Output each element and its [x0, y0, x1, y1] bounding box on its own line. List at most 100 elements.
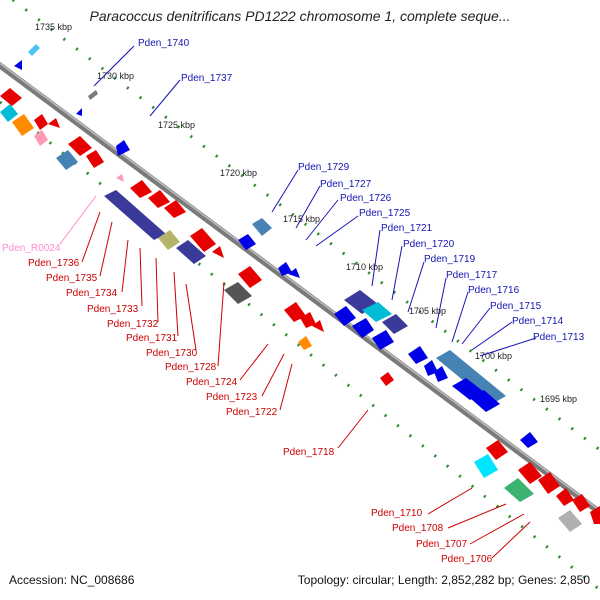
gene-feature[interactable]: [312, 320, 324, 332]
gene-feature[interactable]: [334, 306, 356, 326]
gene-label[interactable]: Pden_1735: [46, 273, 98, 284]
gene-label[interactable]: Pden_1728: [165, 362, 217, 373]
gene-feature[interactable]: [104, 190, 166, 240]
leader-lines-bottom: [59, 195, 531, 559]
gene-label[interactable]: Pden_1740: [138, 38, 190, 49]
gene-label[interactable]: Pden_1729: [298, 162, 350, 173]
gene-label[interactable]: Pden_1715: [490, 301, 542, 312]
gene-label[interactable]: Pden_R0024: [2, 243, 61, 254]
gene-label[interactable]: Pden_1726: [340, 193, 392, 204]
gene-label[interactable]: Pden_1713: [533, 332, 585, 343]
gene-label[interactable]: Pden_1732: [107, 319, 159, 330]
gene-feature[interactable]: [56, 150, 78, 170]
gene-label[interactable]: Pden_1727: [320, 179, 372, 190]
gene-feature[interactable]: [434, 366, 448, 382]
gene-label[interactable]: Pden_1736: [28, 258, 80, 269]
gene-feature[interactable]: [116, 174, 124, 182]
gene-feature[interactable]: [590, 506, 600, 524]
gene-feature[interactable]: [76, 108, 82, 116]
gene-label[interactable]: Pden_1719: [424, 254, 476, 265]
gene-feature[interactable]: [436, 350, 506, 404]
gene-label[interactable]: Pden_1722: [226, 407, 278, 418]
gene-feature[interactable]: [372, 330, 394, 350]
gene-feature[interactable]: [556, 488, 574, 506]
gene-feature[interactable]: [116, 140, 130, 156]
gene-label[interactable]: Pden_1716: [468, 285, 520, 296]
map-title: Paracoccus denitrificans PD1222 chromoso…: [89, 8, 511, 24]
gene-label[interactable]: Pden_1723: [206, 392, 258, 403]
gene-label[interactable]: Pden_1725: [359, 208, 411, 219]
tick-label: 1705 kbp: [409, 306, 446, 316]
gene-feature[interactable]: [380, 372, 394, 386]
gene-label[interactable]: Pden_1730: [146, 348, 198, 359]
gene-feature[interactable]: [486, 440, 508, 460]
gene-label[interactable]: Pden_1721: [381, 223, 433, 234]
ruler-track-inner: [0, 100, 600, 592]
gene-feature[interactable]: [88, 90, 98, 100]
gene-label[interactable]: Pden_1731: [126, 333, 178, 344]
gene-feature[interactable]: [558, 510, 582, 532]
gene-feature[interactable]: [148, 190, 170, 208]
gene-feature[interactable]: [14, 60, 22, 70]
gene-feature[interactable]: [470, 390, 500, 412]
gene-feature[interactable]: [572, 494, 590, 512]
gene-feature[interactable]: [298, 336, 312, 350]
gene-feature[interactable]: [34, 114, 48, 130]
gene-feature[interactable]: [0, 104, 18, 122]
gene-feature[interactable]: [238, 234, 256, 250]
gene-label[interactable]: Pden_1720: [403, 239, 455, 250]
tick-label: 1735 kbp: [35, 22, 72, 32]
tick-label: 1710 kbp: [346, 262, 383, 272]
gene-feature[interactable]: [212, 246, 224, 258]
gene-feature[interactable]: [12, 114, 34, 136]
tick-label: 1725 kbp: [158, 120, 195, 130]
gene-feature[interactable]: [176, 240, 206, 264]
gene-feature[interactable]: [278, 262, 292, 276]
gene-feature[interactable]: [288, 268, 300, 278]
gene-label[interactable]: Pden_1714: [512, 316, 564, 327]
gene-feature[interactable]: [190, 228, 216, 252]
gene-feature[interactable]: [68, 136, 92, 156]
gene-feature[interactable]: [130, 180, 152, 198]
gene-label[interactable]: Pden_1737: [181, 73, 233, 84]
tick-label: 1720 kbp: [220, 168, 257, 178]
gene-feature[interactable]: [474, 454, 498, 478]
gene-feature[interactable]: [520, 432, 538, 448]
gene-feature[interactable]: [164, 200, 186, 218]
gene-label[interactable]: Pden_1706: [441, 554, 493, 565]
gene-feature[interactable]: [238, 266, 262, 288]
gene-feature[interactable]: [86, 150, 104, 168]
gene-label[interactable]: Pden_1717: [446, 270, 498, 281]
gene-label[interactable]: Pden_1707: [416, 539, 468, 550]
gene-feature[interactable]: [28, 44, 40, 56]
genes-upper-strand: [14, 44, 538, 448]
chromosome-backbone-highlight: [0, 62, 600, 512]
gene-label[interactable]: Pden_1734: [66, 288, 118, 299]
gene-feature[interactable]: [48, 118, 60, 128]
gene-label[interactable]: Pden_1718: [283, 447, 335, 458]
gene-labels-top: Pden_1740 Pden_1737 Pden_1729 Pden_1727 …: [138, 38, 585, 343]
gene-label[interactable]: Pden_1708: [392, 523, 444, 534]
gene-label[interactable]: Pden_1733: [87, 304, 139, 315]
gene-feature[interactable]: [538, 472, 560, 494]
gene-feature[interactable]: [518, 462, 542, 484]
gene-feature[interactable]: [382, 314, 408, 334]
gene-feature[interactable]: [224, 282, 252, 304]
gene-label[interactable]: Pden_1710: [371, 508, 423, 519]
gene-feature[interactable]: [300, 312, 316, 328]
gene-feature[interactable]: [362, 302, 392, 322]
gene-feature[interactable]: [352, 318, 374, 338]
gene-feature[interactable]: [504, 478, 534, 502]
gene-feature[interactable]: [158, 230, 180, 250]
genome-summary-text: Topology: circular; Length: 2,852,282 bp…: [297, 573, 590, 587]
gene-feature[interactable]: [452, 378, 484, 400]
gene-feature[interactable]: [0, 88, 22, 106]
gene-feature[interactable]: [34, 130, 48, 146]
gene-label[interactable]: Pden_1724: [186, 377, 238, 388]
tick-label: 1730 kbp: [97, 71, 134, 81]
gene-feature[interactable]: [408, 346, 428, 364]
gene-feature[interactable]: [252, 218, 272, 236]
gene-labels-bottom: Pden_R0024 Pden_1736 Pden_1735 Pden_1734…: [2, 243, 493, 565]
gene-feature[interactable]: [284, 302, 306, 322]
